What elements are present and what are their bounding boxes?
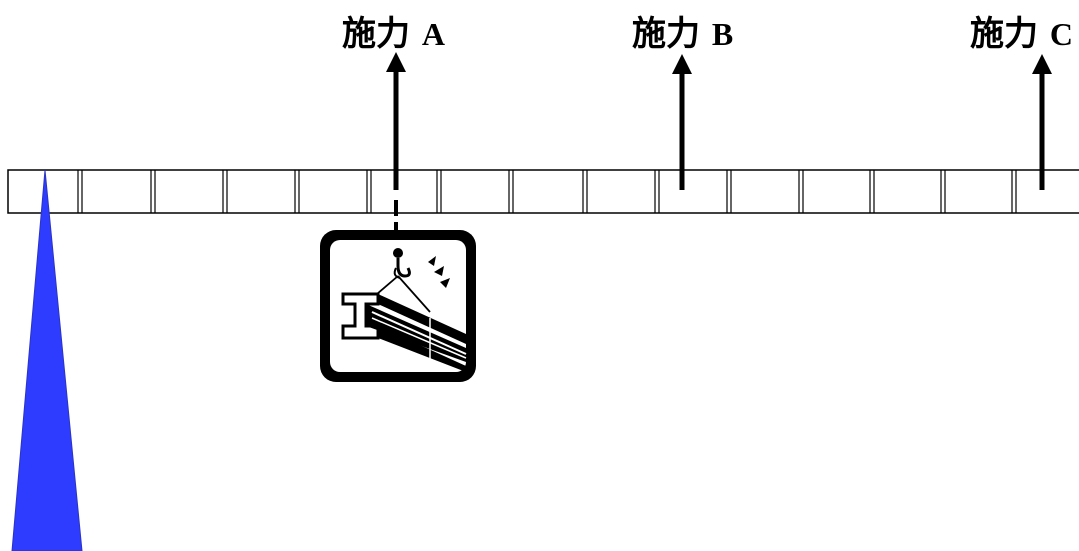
lever-bar [7,169,1079,214]
force-label-a: 施力 A [342,14,445,54]
force-label-c-prefix: 施力 [970,14,1038,54]
force-label-a-prefix: 施力 [342,14,410,54]
force-label-b-letter: B [711,16,734,52]
force-label-c: 施力 C [970,14,1073,54]
force-label-a-letter: A [421,16,445,52]
force-arrow-a [386,52,406,190]
force-arrow-c [1032,54,1052,190]
force-label-c-letter: C [1049,16,1073,52]
force-label-b-prefix: 施力 [632,14,700,54]
crane-hook-steel-beam-icon [320,230,476,382]
force-arrow-b [672,54,692,190]
fulcrum-triangle [11,169,83,551]
force-label-b: 施力 B [632,14,733,54]
